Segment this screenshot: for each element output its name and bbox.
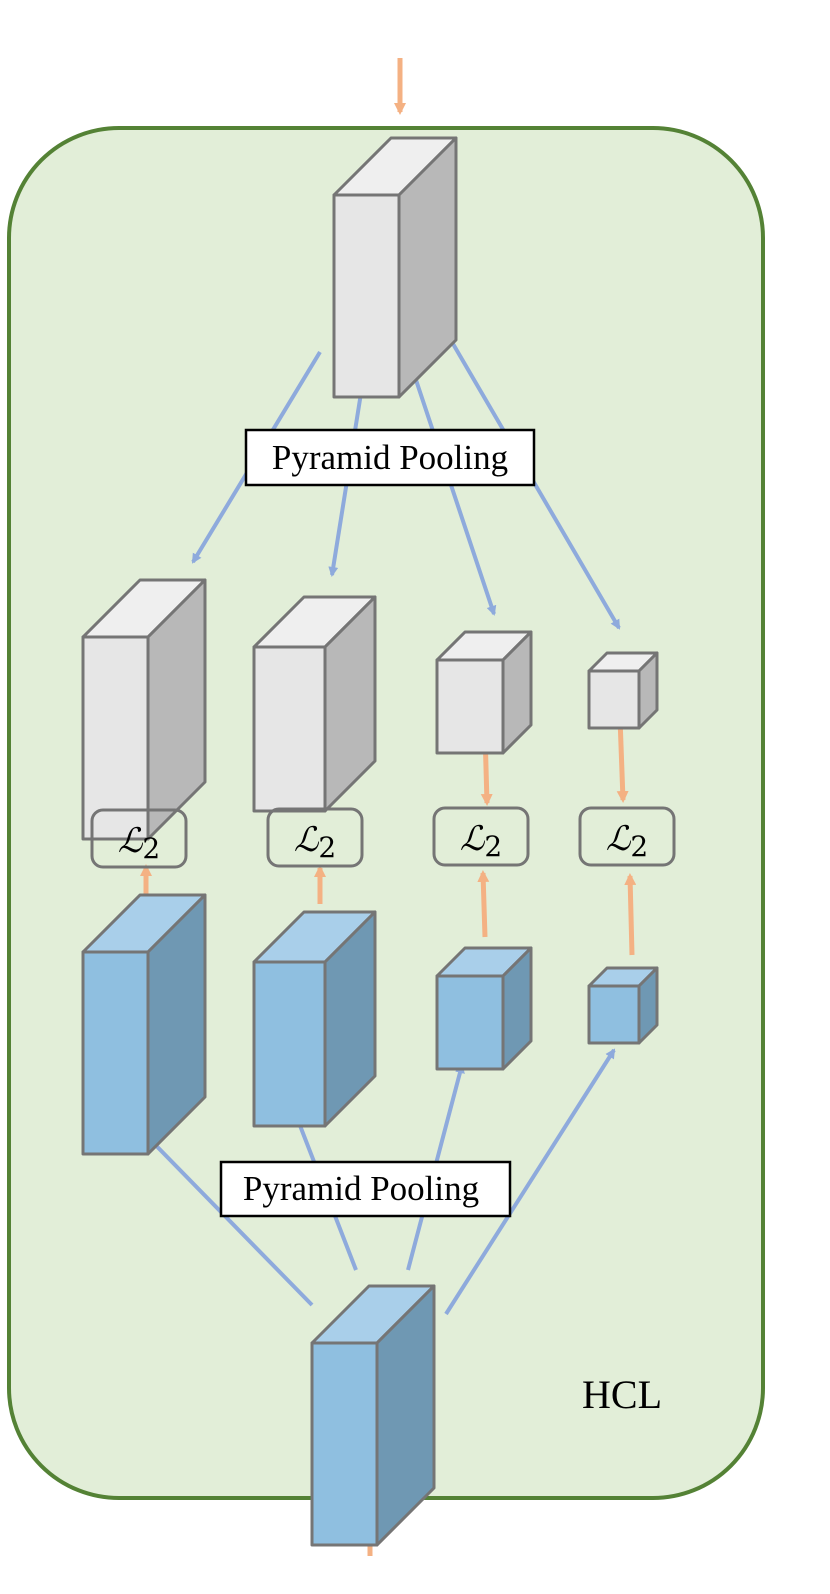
- loss-box-2-label: ℒ2: [294, 820, 336, 864]
- blue-cube-3-front-face: [435, 974, 505, 1071]
- gray-cube-1: [81, 578, 207, 841]
- loss-box-3-subscript: 2: [484, 830, 502, 863]
- pyramid-pooling-top: Pyramid Pooling: [244, 428, 536, 487]
- gray-cube-2: [252, 595, 377, 813]
- top-feature-cube: [332, 136, 458, 399]
- blue-cube-3: [435, 946, 533, 1071]
- blue-to-loss-arrow-3: [477, 870, 490, 938]
- blue-cube-1-front-face: [81, 950, 150, 1156]
- gray-cube-3-front-face: [435, 658, 505, 755]
- bottom-input-cube-front-face: [310, 1341, 379, 1547]
- loss-box-1-label: ℒ2: [118, 821, 160, 865]
- hcl-label: HCL: [582, 1372, 662, 1417]
- gray-cube-2-front-face: [252, 645, 327, 813]
- loss-box-4: ℒ2: [578, 806, 676, 867]
- loss-box-3-symbol: ℒ: [460, 819, 486, 859]
- pyramid-pooling-top-label: Pyramid Pooling: [272, 438, 508, 477]
- blue-cube-2: [252, 910, 377, 1128]
- loss-box-1-frame: [90, 808, 188, 869]
- loss-box-3: ℒ2: [432, 806, 530, 867]
- loss-box-2: ℒ2: [266, 807, 364, 868]
- blue-cube-1: [81, 893, 207, 1156]
- loss-box-2-subscript: 2: [318, 831, 336, 864]
- pyramid-pooling-top-box: [244, 428, 536, 487]
- bottom-input-cube: [310, 1284, 436, 1547]
- loss-box-4-label: ℒ2: [606, 819, 648, 863]
- cubes-layer: [81, 136, 659, 1547]
- loss-box-1: ℒ2: [90, 808, 188, 869]
- gray-to-loss-arrow-4: [616, 717, 629, 803]
- loss-box-4-frame: [578, 806, 676, 867]
- gray-cube-1-front-face: [81, 635, 150, 841]
- loss-box-2-symbol: ℒ: [294, 820, 320, 860]
- bottom-pool-arrow-4: [444, 1048, 616, 1316]
- gray-cube-4: [587, 651, 659, 730]
- pyramid-pooling-bottom: Pyramid Pooling: [219, 1160, 512, 1218]
- top-feature-cube-front-face: [332, 193, 401, 399]
- loss-box-4-subscript: 2: [630, 830, 648, 863]
- pyramid-pooling-bottom-label: Pyramid Pooling: [243, 1169, 479, 1208]
- loss-box-1-symbol: ℒ: [118, 821, 144, 861]
- gray-cube-3: [435, 630, 533, 755]
- loss-box-3-frame: [432, 806, 530, 867]
- pyramid-pooling-bottom-box: [219, 1160, 512, 1218]
- loss-box-4-symbol: ℒ: [606, 819, 632, 859]
- blue-cube-2-front-face: [252, 960, 327, 1128]
- gray-cube-4-front-face: [587, 669, 641, 730]
- loss-box-2-frame: [266, 807, 364, 868]
- blue-cube-4-front-face: [587, 984, 641, 1045]
- blue-cube-4: [587, 966, 659, 1045]
- top-pool-arrow-3: [408, 361, 497, 616]
- blue-to-loss-arrow-4: [624, 873, 637, 956]
- loss-box-1-subscript: 2: [142, 832, 160, 865]
- loss-box-3-label: ℒ2: [460, 819, 502, 863]
